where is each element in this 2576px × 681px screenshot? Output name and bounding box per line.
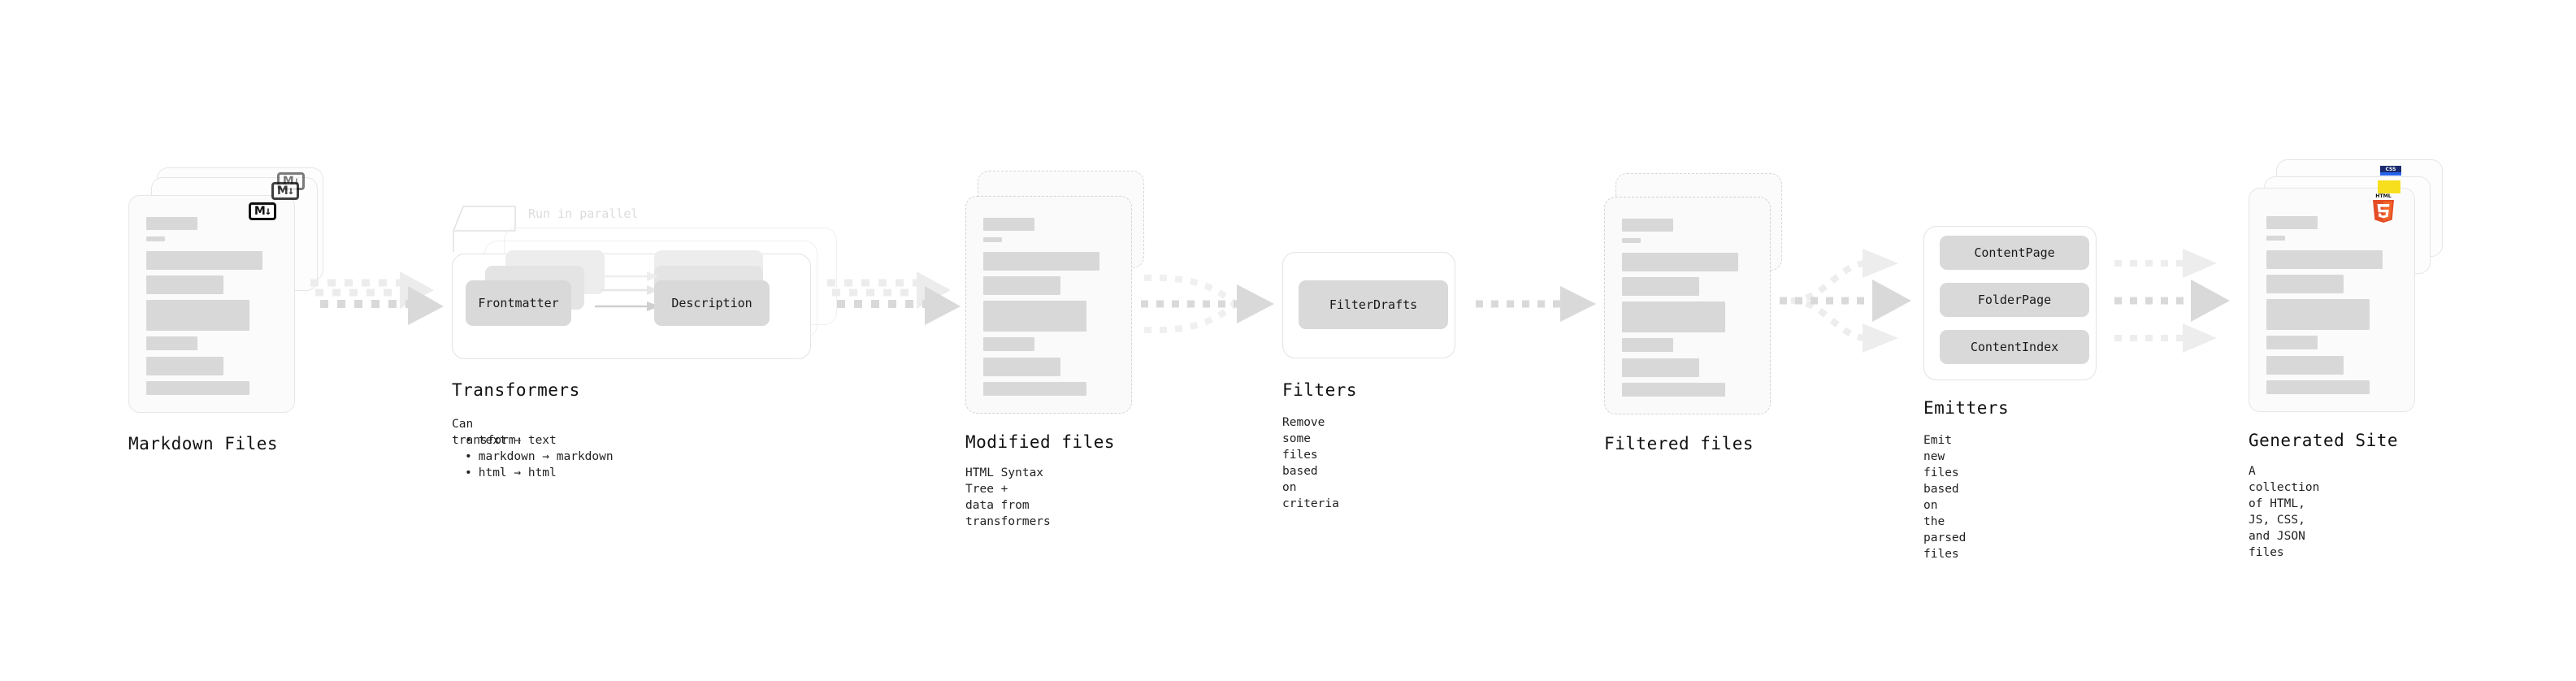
doc-bar-p1 [146, 251, 262, 270]
doc-bar-subtitle [983, 237, 1002, 242]
connector-emitters-to-site [2114, 249, 2230, 353]
js-badge [2378, 180, 2400, 193]
transformer-bullet-1: markdown → markdown [465, 449, 614, 465]
transformer-bullet-0: text → text [465, 432, 614, 449]
doc-bar-p2 [2266, 275, 2344, 293]
doc-bar-p2 [983, 276, 1060, 295]
connector-markdown-to-transformers [310, 271, 444, 325]
doc-bar-p6 [2266, 380, 2370, 394]
connector-transformers-to-modified [827, 271, 961, 325]
modified-doc-front [965, 196, 1132, 414]
html5-badge: HTML [2373, 193, 2394, 223]
doc-bar-title [2266, 216, 2318, 229]
doc-bar-p5 [146, 357, 223, 375]
doc-bar-p6 [146, 381, 249, 395]
doc-bar-p5 [2266, 356, 2344, 375]
markdown-badge-glyph-mid: M [276, 184, 288, 197]
transformers-bullets: text → text markdown → markdown html → h… [452, 432, 614, 481]
parallel-leader-line [453, 206, 516, 252]
transformer-bullet-2: html → html [465, 465, 614, 481]
label-generated-site: Generated Site [2249, 431, 2399, 450]
doc-bar-p3 [983, 301, 1086, 332]
doc-bar-subtitle [146, 236, 165, 241]
emitters-chip-contentpage[interactable]: ContentPage [1940, 236, 2089, 270]
doc-bar-p1 [2266, 250, 2383, 269]
markdown-badge: M↓ [249, 202, 276, 220]
doc-bar-p3 [2266, 299, 2370, 330]
site-doc-front [2249, 188, 2415, 412]
doc-bar-subtitle [2266, 236, 2285, 241]
doc-bar-p4 [2266, 336, 2318, 349]
doc-bar-title [146, 217, 197, 230]
connector-filters-to-filtered [1476, 286, 1596, 322]
desc-generated-site: A collection of HTML, JS, CSS, and JSON … [2249, 465, 2320, 559]
label-filtered-files: Filtered files [1604, 434, 1754, 453]
label-emitters: Emitters [1923, 398, 2010, 418]
css-badge-label: CSS [2385, 166, 2396, 172]
svg-text:HTML: HTML [2375, 193, 2392, 199]
doc-bar-p6 [1622, 383, 1725, 397]
label-run-in-parallel: Run in parallel [528, 206, 639, 221]
transformer-chip-description[interactable]: Description [654, 280, 770, 326]
connector-filtered-to-emitters [1780, 249, 1911, 353]
doc-bar-p3 [146, 300, 249, 331]
emitters-chip-contentindex[interactable]: ContentIndex [1940, 330, 2089, 364]
doc-bar-p5 [983, 358, 1060, 376]
doc-bar-p4 [983, 337, 1034, 351]
css-badge: CSS [2380, 166, 2401, 176]
label-markdown-files: Markdown Files [128, 434, 279, 453]
doc-bar-p5 [1622, 358, 1699, 377]
emitters-chip-folderpage[interactable]: FolderPage [1940, 283, 2089, 317]
filters-chip-filterdrafts[interactable]: FilterDrafts [1299, 280, 1448, 329]
doc-bar-p6 [983, 382, 1086, 396]
doc-bar-p3 [1622, 301, 1725, 332]
transformer-inner-arrows [595, 271, 660, 311]
desc-emitters: Emit new files based on the parsed files [1923, 434, 1967, 561]
markdown-badge-glyph: M [254, 205, 266, 218]
markdown-doc-front [128, 195, 295, 413]
doc-bar-subtitle [1622, 238, 1641, 243]
markdown-badge-mid: M↓ [271, 182, 299, 200]
doc-bar-p2 [146, 275, 223, 294]
transformer-chip-frontmatter[interactable]: Frontmatter [466, 280, 571, 326]
doc-bar-p1 [983, 252, 1099, 271]
desc-modified-files: HTML Syntax Tree + data from transformer… [965, 466, 1051, 528]
doc-bar-p4 [1622, 338, 1673, 352]
doc-bar-p4 [146, 336, 197, 350]
desc-filters: Remove some files based on criteria [1282, 416, 1339, 510]
doc-bar-title [1622, 219, 1673, 232]
label-filters: Filters [1282, 380, 1358, 400]
connector-modified-to-filters [1141, 274, 1274, 334]
filtered-doc-front [1604, 197, 1771, 414]
doc-bar-title [983, 218, 1034, 231]
label-modified-files: Modified files [965, 432, 1116, 452]
doc-bar-p1 [1622, 253, 1738, 271]
label-transformers: Transformers [452, 380, 580, 400]
doc-bar-p2 [1622, 277, 1699, 296]
